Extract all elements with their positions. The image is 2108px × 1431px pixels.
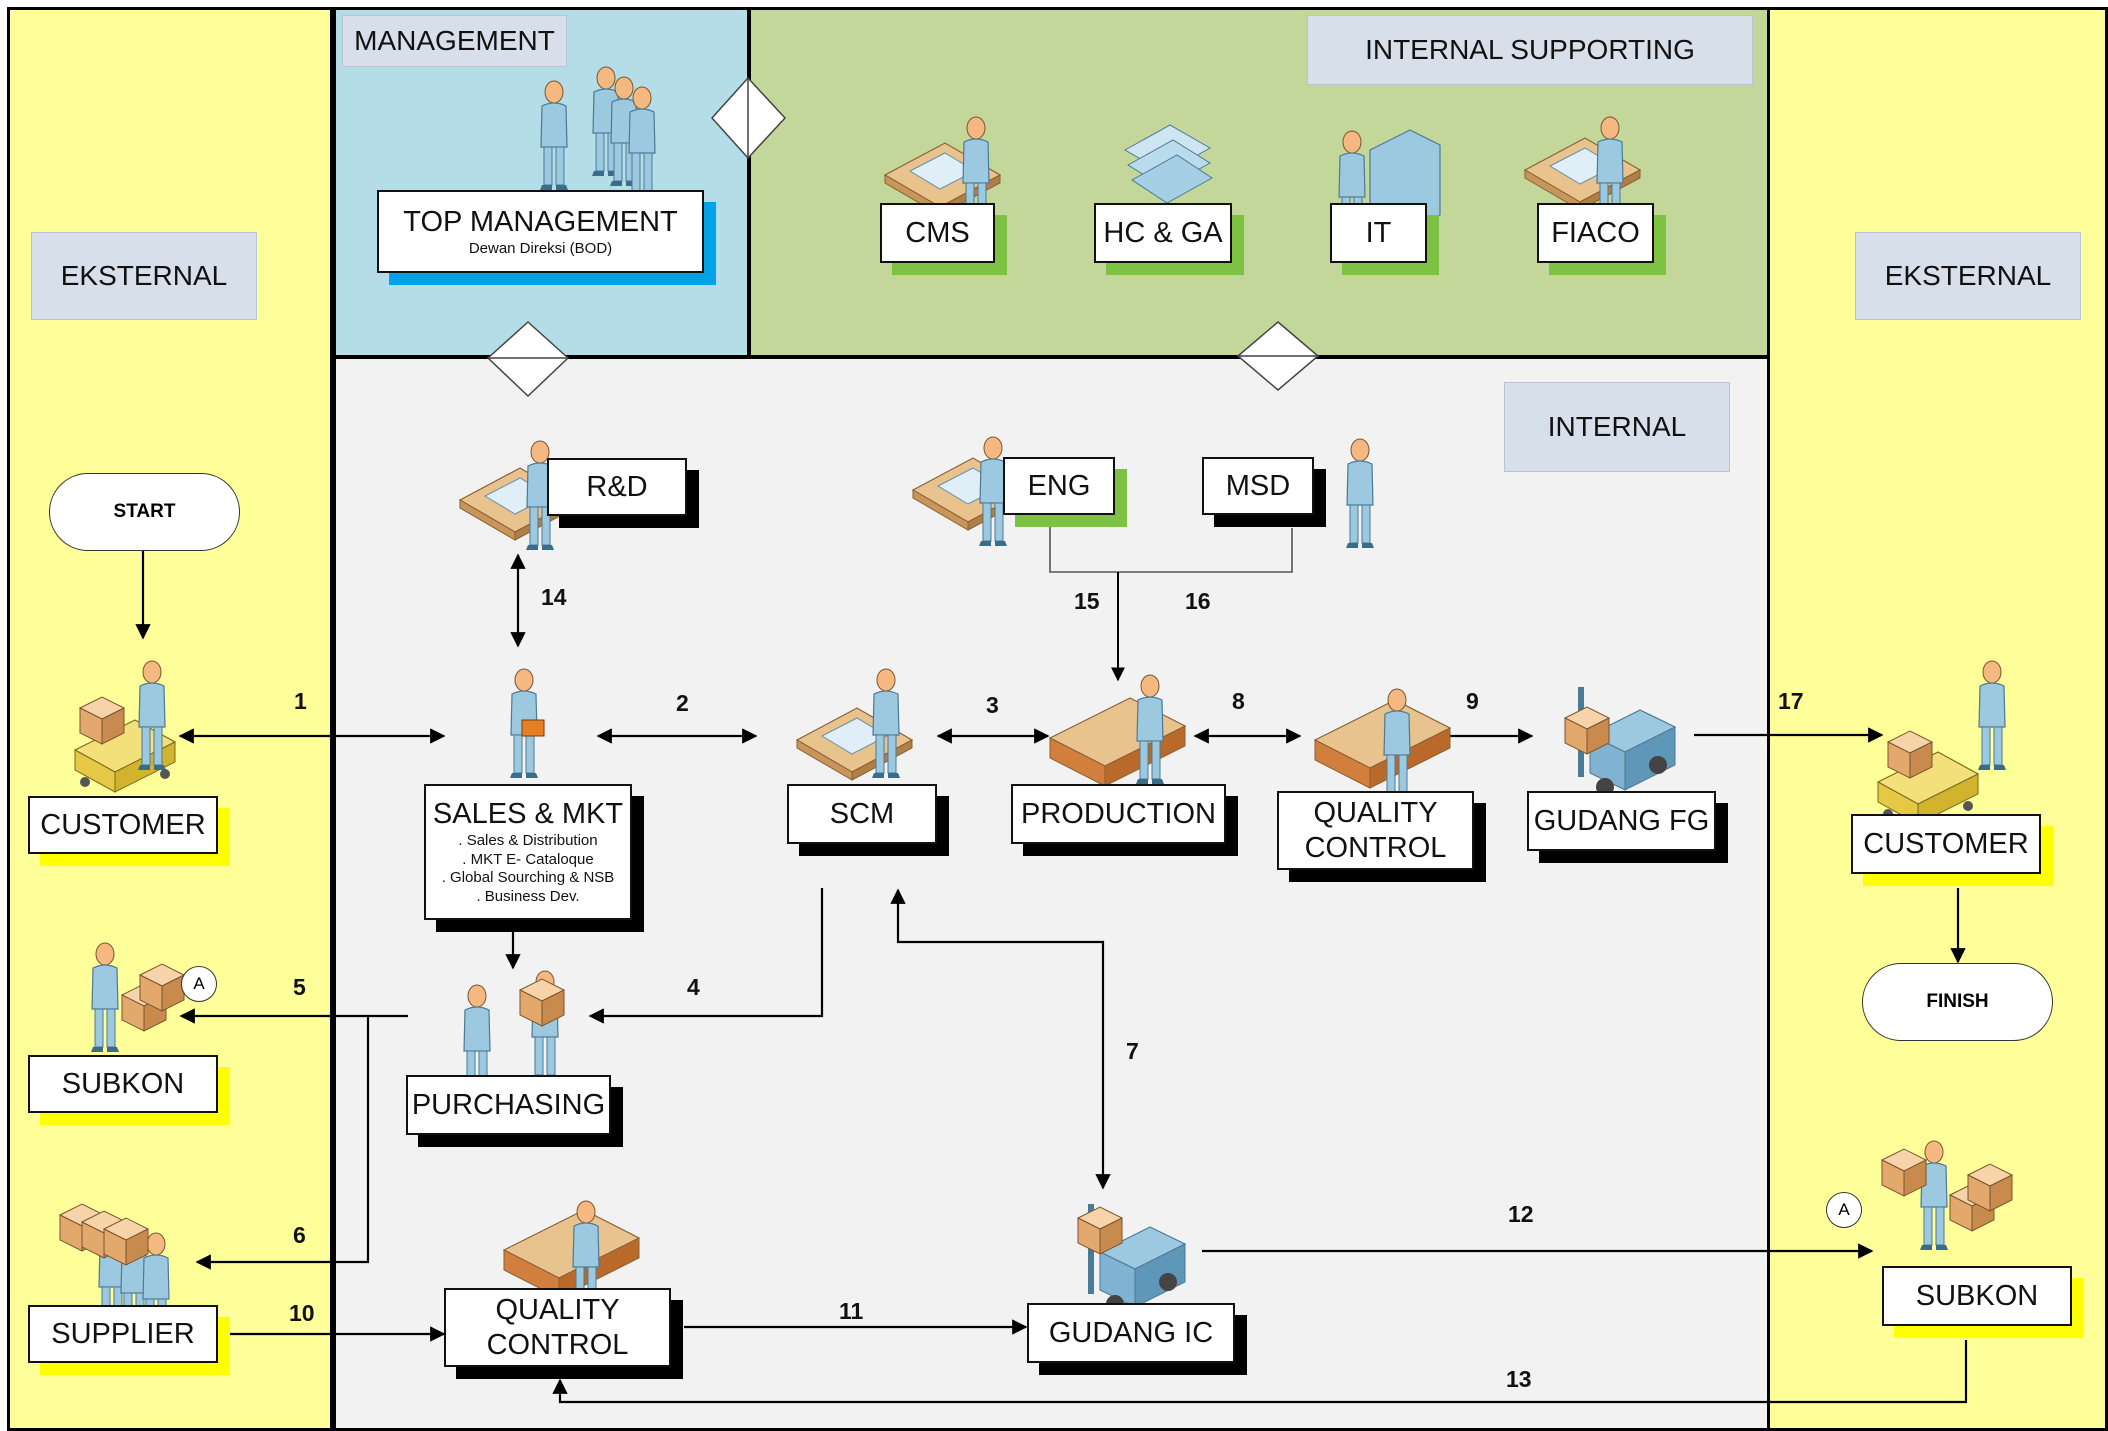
start-terminal[interactable]: START bbox=[49, 473, 240, 551]
msd-box[interactable]: MSD bbox=[1202, 457, 1314, 515]
flow-number-9: 9 bbox=[1466, 688, 1479, 714]
cms-box[interactable]: CMS bbox=[880, 203, 995, 263]
hc-ga-figure bbox=[1123, 124, 1213, 204]
gudang-fg-figure bbox=[1564, 686, 1676, 797]
flow-number-5: 5 bbox=[293, 974, 306, 1000]
eng-box[interactable]: ENG bbox=[1003, 457, 1115, 515]
subkon-right-box[interactable]: SUBKON bbox=[1882, 1266, 2072, 1326]
flow-number-13: 13 bbox=[1506, 1366, 1532, 1392]
connector-eng bbox=[1049, 522, 1118, 573]
subkon-left-figure bbox=[90, 942, 185, 1053]
flow-number-1: 1 bbox=[294, 688, 307, 714]
flow-number-10: 10 bbox=[289, 1300, 315, 1326]
flow-number-6: 6 bbox=[293, 1222, 306, 1248]
connector-a-left: A bbox=[181, 966, 217, 1002]
sales-line-2: . MKT E- Cataloque bbox=[462, 850, 594, 868]
customer-left-box[interactable]: CUSTOMER bbox=[28, 796, 218, 854]
purchasing-box[interactable]: PURCHASING bbox=[406, 1075, 611, 1135]
finish-terminal[interactable]: FINISH bbox=[1862, 963, 2053, 1041]
top-management-subtitle: Dewan Direksi (BOD) bbox=[468, 239, 613, 257]
it-box[interactable]: IT bbox=[1330, 203, 1427, 263]
customer-right-box[interactable]: CUSTOMER bbox=[1851, 814, 2041, 874]
qc-top-box[interactable]: QUALITY CONTROL bbox=[1277, 791, 1474, 870]
arrow-7 bbox=[890, 888, 1111, 1190]
top-management-box[interactable]: TOP MANAGEMENT Dewan Direksi (BOD) bbox=[377, 190, 704, 273]
connector-msd bbox=[1118, 528, 1293, 573]
top-management-figure bbox=[539, 66, 657, 197]
flow-number-4: 4 bbox=[687, 974, 700, 1000]
subkon-left-box[interactable]: SUBKON bbox=[28, 1055, 218, 1113]
qc-top-label: QUALITY CONTROL bbox=[1304, 796, 1447, 864]
sales-line-1: . Sales & Distribution bbox=[458, 831, 598, 849]
internal-label: INTERNAL bbox=[1504, 382, 1730, 472]
flow-number-3: 3 bbox=[986, 692, 999, 718]
customer-right-figure bbox=[1877, 660, 2007, 840]
flow-number-16: 16 bbox=[1185, 588, 1211, 614]
flow-number-17: 17 bbox=[1778, 688, 1804, 714]
gudang-ic-box[interactable]: GUDANG IC bbox=[1027, 1303, 1235, 1363]
sales-figure bbox=[509, 668, 545, 779]
arrow-13 bbox=[552, 1340, 1968, 1404]
gudang-ic-figure bbox=[1077, 1203, 1186, 1314]
sales-mkt-title: SALES & MKT bbox=[432, 798, 624, 831]
production-box[interactable]: PRODUCTION bbox=[1011, 784, 1226, 844]
top-management-title: TOP MANAGEMENT bbox=[403, 205, 678, 238]
scm-figure bbox=[796, 668, 913, 781]
hc-ga-box[interactable]: HC & GA bbox=[1094, 203, 1232, 263]
sales-line-3: . Global Sourching & NSB bbox=[441, 869, 615, 887]
qc-bottom-label: QUALITY CONTROL bbox=[486, 1293, 629, 1361]
customer-left-figure bbox=[74, 660, 176, 808]
flow-number-7: 7 bbox=[1126, 1038, 1139, 1064]
flow-number-14: 14 bbox=[541, 584, 567, 610]
dual-arrow-management-internal bbox=[486, 320, 570, 398]
internal-supporting-label: INTERNAL SUPPORTING bbox=[1307, 15, 1753, 85]
fiaco-box[interactable]: FIACO bbox=[1537, 203, 1654, 263]
flow-number-11: 11 bbox=[839, 1298, 864, 1324]
arrow-6 bbox=[195, 1016, 370, 1270]
gudang-fg-box[interactable]: GUDANG FG bbox=[1527, 791, 1716, 851]
connector-a-right: A bbox=[1826, 1192, 1862, 1228]
rnd-box[interactable]: R&D bbox=[547, 458, 687, 516]
sales-line-4: . Business Dev. bbox=[476, 888, 580, 906]
msd-figure bbox=[1345, 438, 1375, 549]
qc-bottom-box[interactable]: QUALITY CONTROL bbox=[444, 1288, 671, 1367]
production-figure bbox=[1049, 674, 1186, 787]
supplier-box[interactable]: SUPPLIER bbox=[28, 1305, 218, 1363]
arrow-4 bbox=[588, 888, 824, 1024]
subkon-right-figure bbox=[1881, 1140, 2013, 1251]
eksternal-right-label: EKSTERNAL bbox=[1855, 232, 2081, 320]
sales-mkt-box[interactable]: SALES & MKT . Sales & Distribution . MKT… bbox=[424, 784, 632, 920]
flow-number-15: 15 bbox=[1074, 588, 1100, 614]
eksternal-left-label: EKSTERNAL bbox=[31, 232, 257, 320]
qc-top-figure bbox=[1314, 688, 1451, 799]
flow-number-8: 8 bbox=[1232, 688, 1245, 714]
scm-box[interactable]: SCM bbox=[787, 784, 937, 844]
management-label: MANAGEMENT bbox=[342, 15, 567, 67]
flow-number-2: 2 bbox=[676, 690, 689, 716]
flow-number-12: 12 bbox=[1508, 1201, 1534, 1227]
